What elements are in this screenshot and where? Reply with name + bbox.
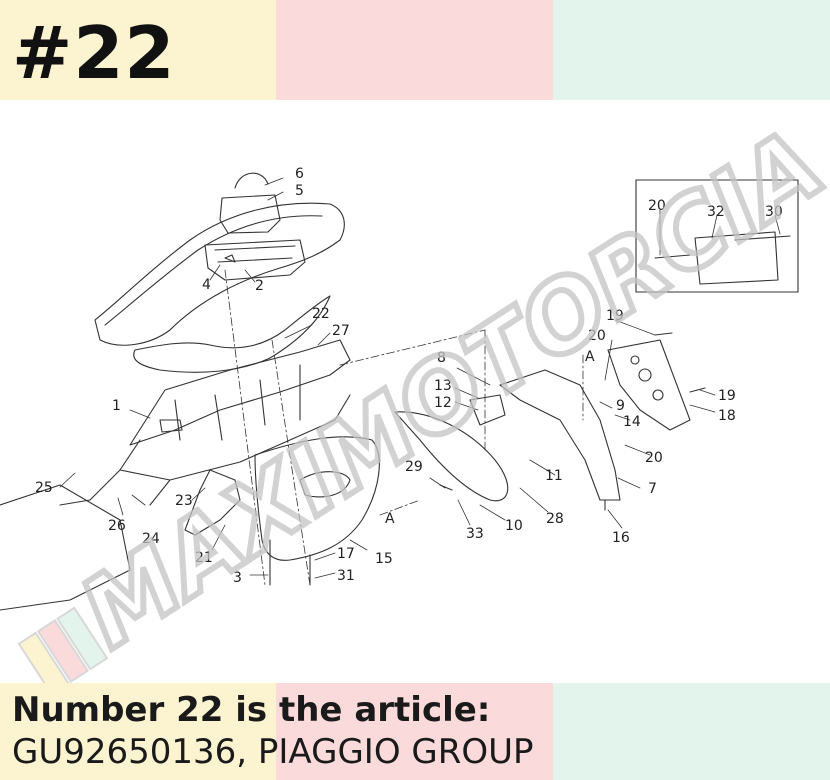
tray <box>204 239 306 281</box>
callout-20-top: 20 <box>588 328 606 344</box>
rear-frame <box>129 339 351 446</box>
callout-23: 23 <box>175 493 193 509</box>
callout-21: 21 <box>195 550 213 566</box>
callout-8: 8 <box>437 350 446 366</box>
band-yellow <box>0 683 276 780</box>
seat-outline <box>94 202 345 346</box>
plate-holder <box>607 339 691 431</box>
rear-mudguard <box>254 436 380 561</box>
callout-26: 26 <box>108 518 126 534</box>
band-green <box>553 683 830 780</box>
callout-section-a-right: A <box>585 349 595 365</box>
reflector-bracket <box>469 394 506 426</box>
page-title: #22 <box>12 11 176 95</box>
plate <box>694 231 779 285</box>
header-band <box>0 0 830 100</box>
callout-7: 7 <box>648 481 657 497</box>
callout-29: 29 <box>405 459 423 475</box>
tool-bag <box>219 194 281 234</box>
callout-30: 30 <box>765 204 783 220</box>
detail-box <box>635 179 799 293</box>
callout-28: 28 <box>546 511 564 527</box>
band-pink <box>276 0 553 100</box>
exploded-parts-diagram: 6 5 4 2 22 27 1 25 26 24 23 21 3 17 31 1… <box>0 166 799 611</box>
callout-1: 1 <box>112 398 121 414</box>
seat-outline-inner <box>104 215 323 326</box>
callout-3: 3 <box>233 570 242 586</box>
inner-fender <box>394 411 509 502</box>
callout-24: 24 <box>142 531 160 547</box>
callout-33: 33 <box>466 526 484 542</box>
callout-14: 14 <box>623 414 641 430</box>
callout-2: 2 <box>255 278 264 294</box>
callout-18: 18 <box>718 408 736 424</box>
callout-19-top: 19 <box>606 308 624 324</box>
band-yellow <box>0 0 276 100</box>
callout-5: 5 <box>295 183 304 199</box>
callout-section-a-left: A <box>385 511 395 527</box>
callout-27: 27 <box>332 323 350 339</box>
tail-bracket <box>499 369 621 501</box>
footer-band <box>0 683 830 780</box>
band-pink <box>276 683 553 780</box>
callout-15: 15 <box>375 551 393 567</box>
callout-9: 9 <box>616 398 625 414</box>
caption-article-label: Number 22 is the article: <box>12 690 491 730</box>
callout-32: 32 <box>707 204 725 220</box>
callout-11: 11 <box>545 468 563 484</box>
side-bracket <box>184 469 241 536</box>
callout-12: 12 <box>434 395 452 411</box>
callout-19-right: 19 <box>718 388 736 404</box>
callout-20-bottom: 20 <box>645 450 663 466</box>
left-body <box>0 484 131 611</box>
caption-article-code: GU92650136, PIAGGIO GROUP <box>12 732 534 772</box>
callout-31: 31 <box>337 568 355 584</box>
callout-13: 13 <box>434 378 452 394</box>
callout-25: 25 <box>35 480 53 496</box>
callout-17: 17 <box>337 546 355 562</box>
callout-6: 6 <box>295 166 304 182</box>
band-green <box>553 0 830 100</box>
seat-trim <box>133 295 331 373</box>
callout-4: 4 <box>202 277 211 293</box>
callout-22: 22 <box>312 306 330 322</box>
callout-20-detail: 20 <box>648 198 666 214</box>
callout-16: 16 <box>612 530 630 546</box>
callout-10: 10 <box>505 518 523 534</box>
